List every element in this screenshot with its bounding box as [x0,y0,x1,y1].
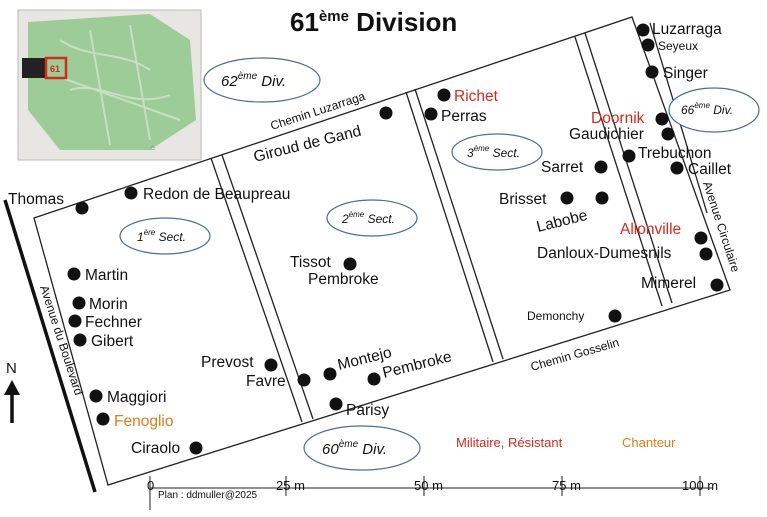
grave-label[interactable]: Allonville [620,221,681,238]
grave-label[interactable]: Brisset [499,191,547,208]
grave-label[interactable]: Prevost [201,354,254,371]
inset-building [22,58,46,78]
div-label-60: 60ème Div. [322,439,387,458]
page-title: 61ème Division [290,7,457,37]
grave-dot[interactable] [67,267,81,281]
scale-tick-100: 100 m [682,478,718,493]
grave-dot[interactable] [594,160,608,174]
division-outline [33,16,731,486]
grave-label[interactable]: Thomas [8,191,64,208]
grave-label[interactable]: Doornik [591,110,645,127]
grave-dot[interactable] [694,231,708,245]
grave-dot[interactable] [89,389,103,403]
grave-dot[interactable] [264,358,278,372]
sect-label-3: 3ème Sect. [467,144,520,160]
sect-label-1: 1ère Sect. [137,228,186,244]
grave-dot[interactable] [622,149,636,163]
grave-dot[interactable] [670,161,684,175]
scale-credit: Plan : ddmuller@2025 [158,490,258,501]
boulevard-line [3,199,97,493]
grave-label[interactable]: Gibert [91,333,134,350]
grave-dot[interactable] [608,309,622,323]
north-arrow: N [4,360,20,423]
grave-markers [67,23,724,455]
grave-label[interactable]: Seyeux [658,39,698,53]
grave-dot[interactable] [72,296,86,310]
grave-label[interactable]: Morin [89,296,128,313]
north-label: N [6,360,17,377]
grave-label[interactable]: Sarret [541,159,584,176]
grave-dot[interactable] [661,127,675,141]
legend: Militaire, Résistant Chanteur [456,435,676,450]
grave-dot[interactable] [329,397,343,411]
grave-label[interactable]: Pembroke [381,348,454,382]
north-arrow-icon [4,380,20,395]
grave-dot[interactable] [710,278,724,292]
grave-dot[interactable] [297,373,311,387]
grave-dot[interactable] [343,257,357,271]
grave-label[interactable]: Labobe [535,207,589,236]
scale-tick-50: 50 m [414,478,443,493]
div-label-62: 62ème Div. [221,71,286,90]
scale-tick-0: 0 [147,478,154,493]
grave-dot[interactable] [189,441,203,455]
grave-dot[interactable] [323,367,337,381]
grave-label[interactable]: Trebuchon [638,145,712,162]
grave-label[interactable]: Redon de Beaupreau [143,186,290,203]
label-ovals [119,57,760,471]
grave-dot[interactable] [437,88,451,102]
grave-label[interactable]: Tissot [290,254,331,271]
inset-map: 61 ⌂ [17,9,202,161]
grave-label[interactable]: Favre [246,373,286,390]
grave-label[interactable]: Singer [663,65,708,82]
scale-bar: 0 25 m 50 m 75 m 100 m Plan : ddmuller@2… [147,476,718,510]
grave-label[interactable]: Perras [441,108,487,125]
grave-label[interactable]: Mimerel [641,275,696,292]
division-labels: 62ème Div. 66ème Div. 60ème Div. 1ère Se… [137,71,733,458]
grave-label[interactable]: Demonchy [527,309,584,323]
grave-label[interactable]: Richet [454,88,499,105]
grave-label[interactable]: Fenoglio [114,413,173,430]
grave-dot[interactable] [379,106,393,120]
grave-label[interactable]: Martin [85,267,128,284]
grave-label[interactable]: Pembroke [308,271,379,288]
grave-dot[interactable] [424,107,438,121]
road-chemin-gosselin: Chemin Gosselin [529,335,621,374]
legend-militaire: Militaire, Résistant [456,435,563,450]
grave-label[interactable]: Luzarraga [652,21,722,38]
grave-label[interactable]: Gaudichier [569,126,644,143]
inset-marker [44,56,68,80]
inset-detail: ⌂ [150,143,155,152]
grave-label[interactable]: Ciraolo [131,440,180,457]
grave-dot[interactable] [124,186,138,200]
div-label-66: 66ème Div. [681,101,733,117]
legend-chanteur: Chanteur [622,435,676,450]
grave-dot[interactable] [636,23,650,37]
grave-label[interactable]: Giroud de Gand [252,123,363,166]
grave-dot[interactable] [96,412,110,426]
grave-dot[interactable] [75,201,89,215]
scale-tick-75: 75 m [552,478,581,493]
park-area [28,14,196,150]
grave-label[interactable]: Caillet [688,161,732,178]
grave-dot[interactable] [73,333,87,347]
grave-dot[interactable] [367,372,381,386]
grave-dot[interactable] [560,191,574,205]
grave-dot[interactable] [641,38,655,52]
grave-dot[interactable] [645,65,659,79]
grave-label[interactable]: Maggiori [107,389,166,406]
grave-label[interactable]: Danloux-Dumesnils [537,245,672,262]
grave-dot[interactable] [655,112,669,126]
sect-label-2: 2ème Sect. [341,210,395,226]
grave-dot[interactable] [68,314,82,328]
inset-marker-label: 61 [50,64,60,74]
grave-label[interactable]: Parisy [346,402,389,419]
grave-label[interactable]: Fechner [85,314,142,331]
grave-dot[interactable] [699,247,713,261]
scale-tick-25: 25 m [276,478,305,493]
grave-dot[interactable] [595,191,609,205]
